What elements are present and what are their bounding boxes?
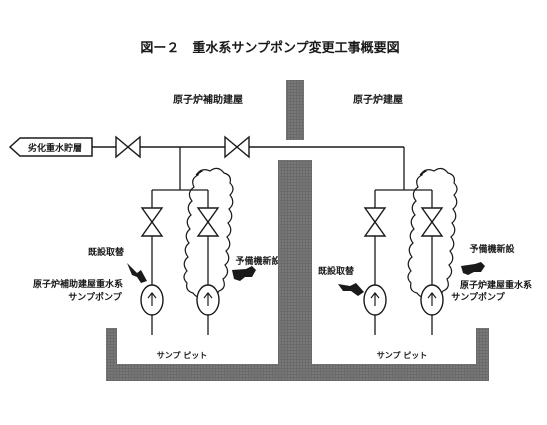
left-pump-label-line2: サンプポンプ bbox=[68, 291, 122, 303]
right-pointing-hand-icon bbox=[338, 283, 364, 296]
right-valve-existing bbox=[363, 207, 387, 237]
left-valve-existing bbox=[140, 207, 164, 237]
right-pump-label-line1: 原子炉建屋重水系 bbox=[460, 279, 532, 291]
left-existing-removal-label: 既設取替 bbox=[88, 246, 125, 258]
left-spare-hand-icon bbox=[232, 266, 256, 281]
tank-label: 劣化重水貯層 bbox=[28, 142, 82, 154]
right-pump-spare-icon bbox=[420, 284, 444, 335]
aux-building-label: 原子炉補助建屋 bbox=[173, 93, 243, 106]
reactor-building-label: 原子炉建屋 bbox=[353, 93, 403, 106]
left-pump-spare-icon bbox=[196, 284, 220, 335]
header-valve-1 bbox=[115, 135, 141, 159]
left-valve-spare bbox=[196, 207, 220, 237]
right-pump-existing-icon bbox=[363, 284, 387, 335]
right-spare-hand-icon bbox=[461, 262, 485, 275]
right-existing-removal-label: 既設取替 bbox=[318, 265, 355, 277]
sump-pit-walls bbox=[106, 160, 489, 381]
left-sump-pit-label: サンプ ピット bbox=[157, 350, 208, 360]
building-wall-upper bbox=[286, 80, 304, 140]
left-pump-existing-icon bbox=[140, 284, 164, 335]
right-spare-new-label: 予備機新設 bbox=[469, 243, 515, 255]
left-spare-new-label: 予備機新設 bbox=[235, 255, 281, 267]
diagram-title: 図ー２ 重水系サンプポンプ変更工事概要図 bbox=[140, 40, 399, 56]
right-sump-pit-label: サンプ ピット bbox=[377, 350, 428, 360]
left-pump-label-line1: 原子炉補助建屋重水系 bbox=[33, 278, 123, 290]
right-pump-label-line2: サンプポンプ bbox=[451, 291, 505, 303]
header-valve-2 bbox=[224, 135, 250, 159]
right-valve-spare bbox=[420, 207, 444, 237]
left-pointing-hand-icon bbox=[127, 263, 147, 283]
